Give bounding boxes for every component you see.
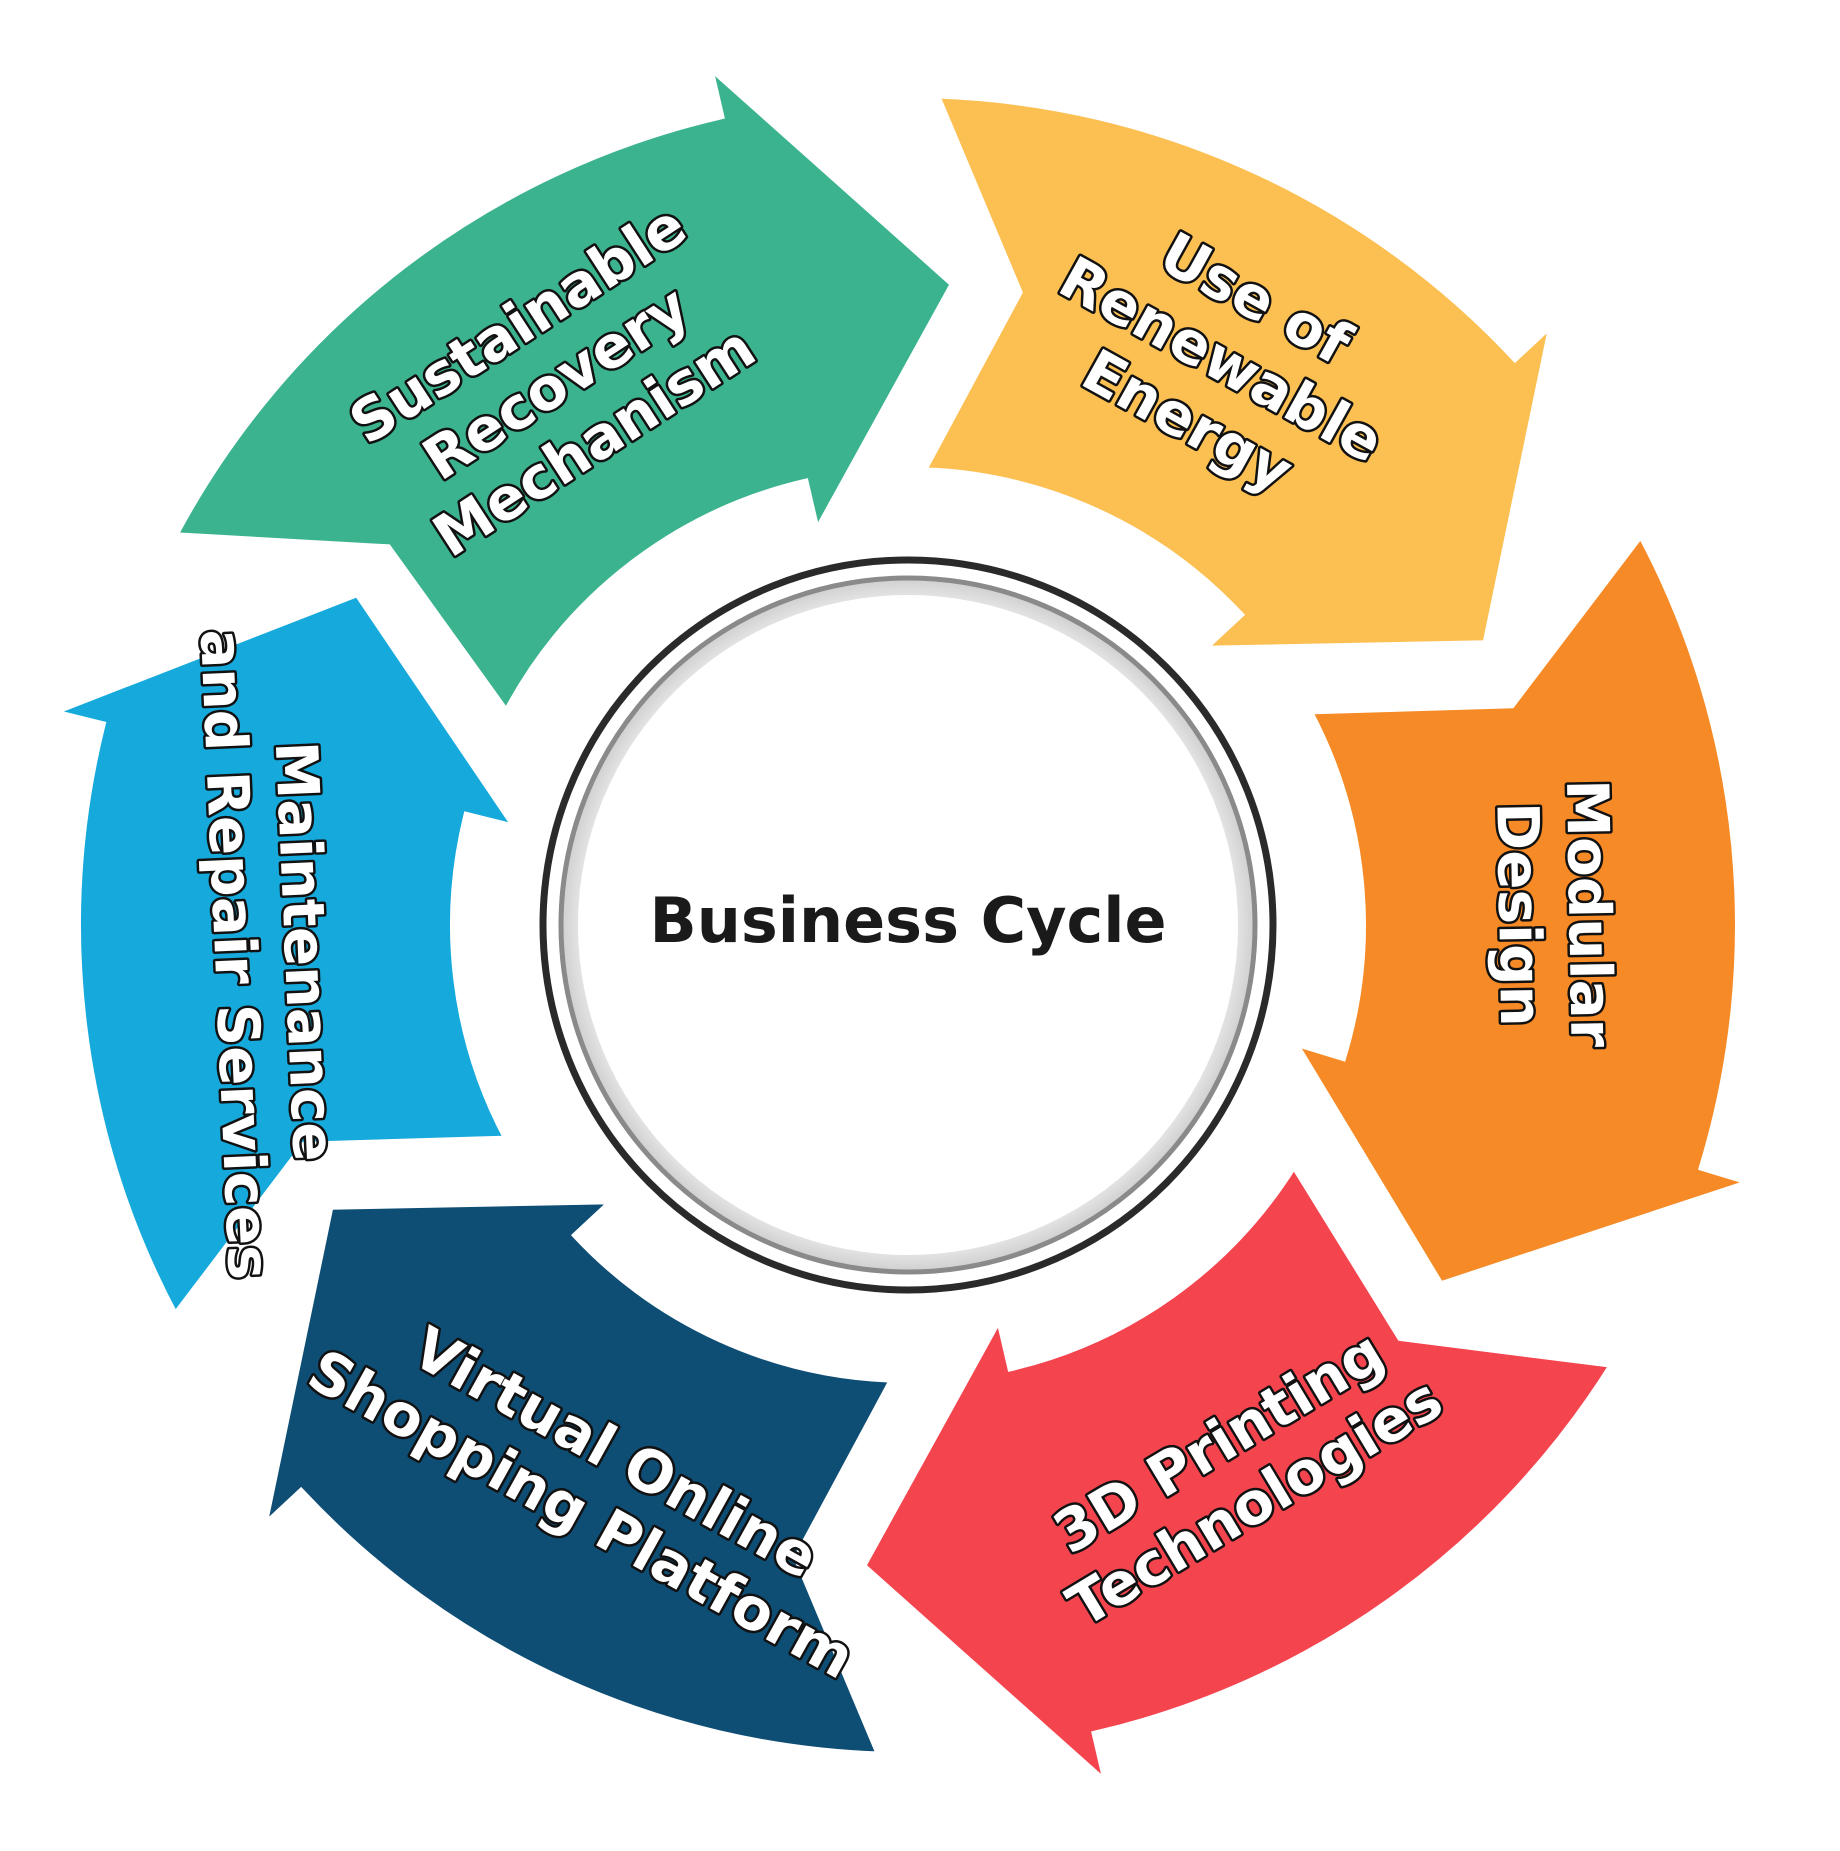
center-circle-face [578,595,1238,1255]
center-label: Business Cycle [649,884,1166,957]
center-circle-outer-ring [539,556,1277,1294]
cycle-segment-maintenance-repair [44,590,522,1321]
center-circle: Business Cycle [539,556,1277,1294]
cycle-segment-renewable-energy [918,92,1557,652]
cycle-segment-modular-design [1288,529,1760,1288]
cycle-segment-label-line: Design [1483,801,1555,1027]
cycle-segment-3d-printing [859,1160,1617,1791]
cycle-segment-label-line: Modular [1553,779,1626,1049]
cycle-segment-sustainable-recovery [170,59,957,718]
cycle-segment-virtual-shopping [259,1198,898,1758]
cycle-segments [44,59,1760,1791]
